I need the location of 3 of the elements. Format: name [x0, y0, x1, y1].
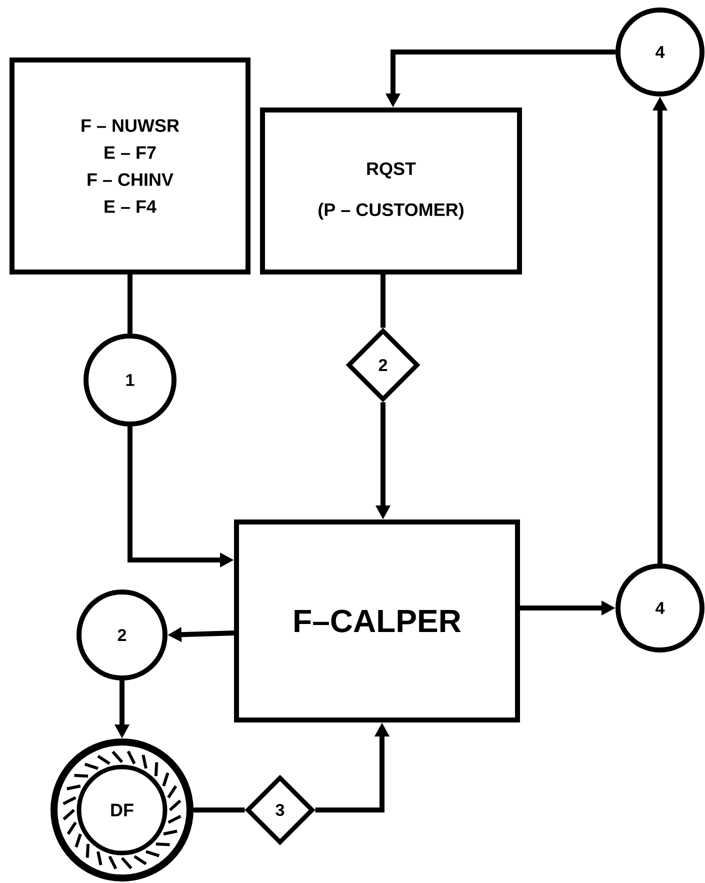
- process-box: F–CALPER: [234, 520, 520, 722]
- process-box: RQST (P – CUSTOMER): [260, 108, 522, 274]
- process-box: F – NUWSR E – F7 F – CHINV E – F4: [10, 58, 250, 274]
